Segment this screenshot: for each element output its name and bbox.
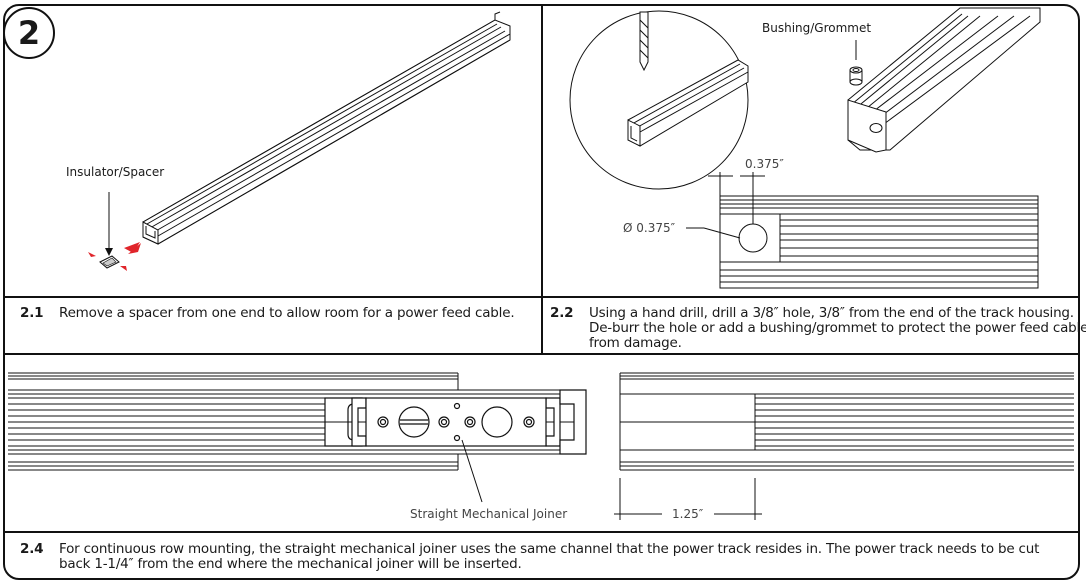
zoom-inset-circle — [569, 10, 749, 190]
track-side-view-2-2 — [719, 195, 1039, 289]
caption-line-2: De-burr the hole or add a bushing/gromme… — [589, 320, 1086, 336]
label-insulator-spacer: Insulator/Spacer — [66, 165, 165, 179]
caption-line-1: For continuous row mounting, the straigh… — [59, 541, 1040, 557]
caption-line-1: Using a hand drill, drill a 3/8″ hole, 3… — [589, 305, 1074, 321]
caption-number: 2.2 — [550, 305, 574, 321]
caption-text: Remove a spacer from one end to allow ro… — [59, 305, 515, 321]
joiner-leader-line — [461, 439, 483, 503]
caption-number: 2.1 — [20, 305, 44, 321]
caption-2-1: 2.1 Remove a spacer from one end to allo… — [20, 305, 535, 325]
track-with-hole — [847, 7, 1041, 153]
label-dim-diameter: Ø 0.375″ — [623, 221, 676, 235]
label-bushing-grommet: Bushing/Grommet — [762, 21, 872, 35]
label-straight-joiner: Straight Mechanical Joiner — [410, 507, 568, 521]
instruction-sheet-frame — [3, 4, 1080, 580]
insulator-spacer-piece — [99, 255, 120, 269]
caption-line-2: back 1-1/4″ from the end where the mecha… — [59, 556, 522, 572]
track-perspective-2-1 — [142, 11, 511, 245]
label-dim-cutback: 1.25″ — [672, 507, 704, 521]
caption-number: 2.4 — [20, 541, 44, 557]
caption-2-2: 2.2 Using a hand drill, drill a 3/8″ hol… — [550, 305, 1086, 353]
red-arrow-icon — [88, 242, 141, 271]
dimension-offset-2-2 — [686, 172, 765, 239]
grommet-icon — [849, 66, 863, 86]
dimension-cutback — [614, 478, 762, 520]
track-cutback-view — [619, 372, 1074, 471]
divider-bottom-caption — [5, 531, 1079, 533]
caption-line-3: from damage. — [589, 335, 682, 351]
divider-vertical — [541, 6, 543, 354]
step-number: 2 — [17, 14, 41, 52]
mechanical-joiner — [324, 389, 587, 455]
caption-2-4: 2.4 For continuous row mounting, the str… — [20, 541, 1075, 575]
step-number-badge: 2 — [3, 7, 55, 59]
label-dim-offset: 0.375″ — [745, 157, 784, 171]
